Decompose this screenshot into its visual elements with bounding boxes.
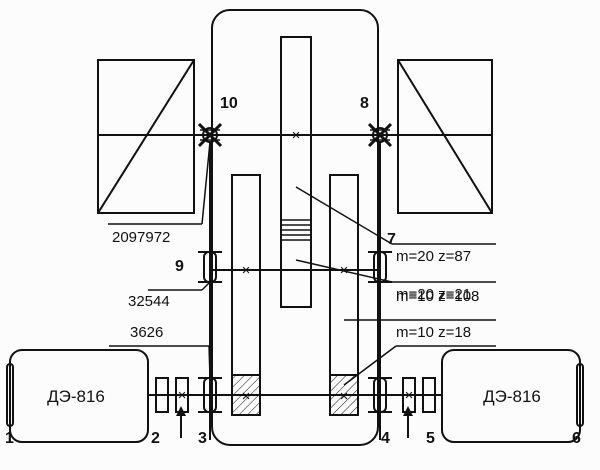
gear-label-m20z87: m=20 z=87 bbox=[396, 248, 471, 265]
leader-m20z87 bbox=[295, 186, 393, 245]
central-gear-axis-mark: × bbox=[292, 127, 301, 144]
leader-3626 bbox=[208, 345, 211, 379]
motor-right-label: ДЭ-816 bbox=[483, 387, 541, 406]
part-label-6: 6 bbox=[572, 430, 581, 447]
right-input-arrow bbox=[403, 406, 413, 438]
part-label-7: 7 bbox=[387, 231, 396, 248]
bearing-label-3626: 3626 bbox=[130, 324, 163, 341]
right-gear-lower-axis-mark: × bbox=[340, 388, 349, 405]
part-label-10: 10 bbox=[220, 95, 238, 112]
bearing-label-2097972: 2097972 bbox=[112, 229, 170, 246]
gear-label-m20z21: m=20 z=21 bbox=[396, 286, 471, 303]
bearing-7 bbox=[368, 251, 392, 283]
bearing-label-32544: 32544 bbox=[128, 293, 170, 310]
part-label-8: 8 bbox=[360, 95, 369, 112]
bearing-8 bbox=[367, 122, 393, 148]
leader-32544 bbox=[201, 281, 211, 291]
left-wheel-diagonal bbox=[97, 59, 195, 214]
gear-label-m10z108: m=10 z=108 bbox=[396, 288, 479, 305]
right-wheel-diagonal bbox=[397, 59, 493, 214]
part-label-5: 5 bbox=[426, 430, 435, 447]
svg-text:×: × bbox=[178, 387, 187, 404]
motor-left-label: ДЭ-816 bbox=[47, 387, 105, 406]
large-central-gear bbox=[280, 36, 312, 308]
left-input-arrow bbox=[176, 406, 186, 438]
part-label-4: 4 bbox=[381, 430, 390, 447]
leader-m10z18 bbox=[343, 345, 397, 386]
gear-label-m10z18: m=10 z=18 bbox=[396, 324, 471, 341]
left-gear-lower-axis-mark: × bbox=[242, 388, 251, 405]
right-motor bbox=[435, 349, 584, 443]
left-wheel-frame bbox=[97, 59, 195, 214]
leader-m20z21 bbox=[295, 259, 393, 283]
part-label-3: 3 bbox=[198, 430, 207, 447]
part-label-2: 2 bbox=[151, 430, 160, 447]
leader-2097972 bbox=[201, 141, 211, 225]
left-motor bbox=[6, 349, 156, 443]
part-label-1: 1 bbox=[5, 430, 14, 447]
svg-text:×: × bbox=[405, 387, 414, 404]
right-wheel-frame bbox=[397, 59, 493, 214]
bearing-4 bbox=[368, 377, 392, 413]
left-gear-axis-mark: × bbox=[242, 262, 251, 279]
part-label-9: 9 bbox=[175, 258, 184, 275]
gearbox-housing bbox=[211, 9, 379, 446]
